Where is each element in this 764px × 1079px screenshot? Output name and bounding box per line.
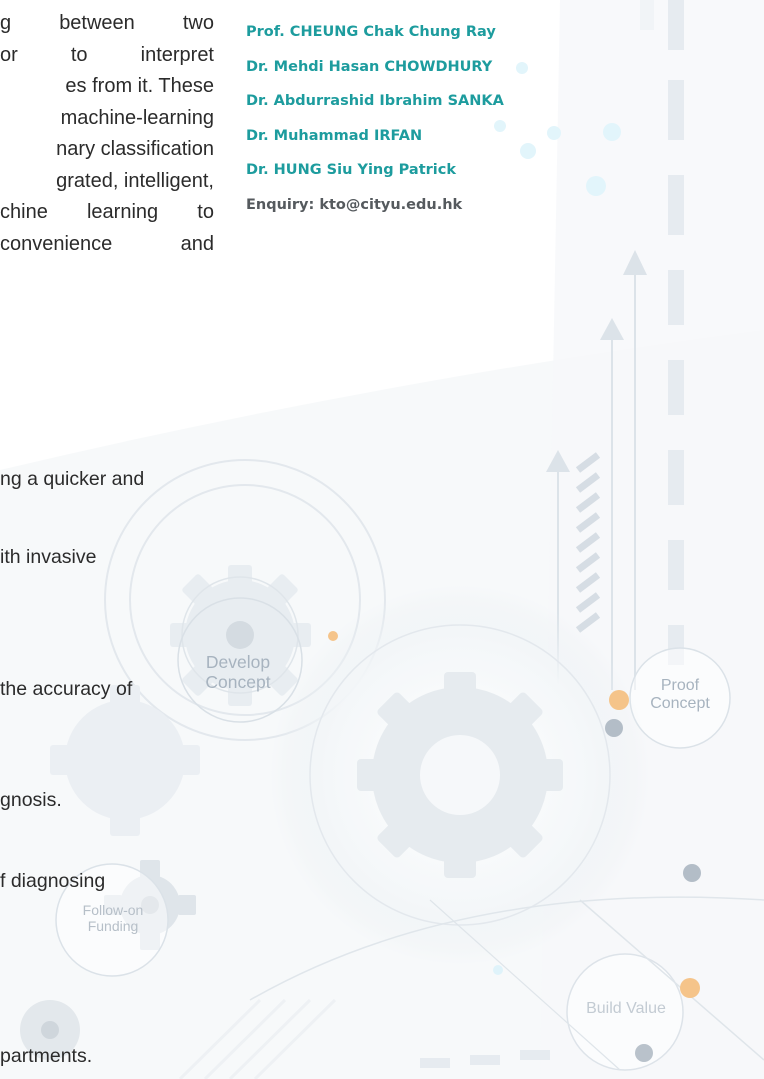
stage-follow-on-funding: Follow-on Funding: [58, 902, 168, 934]
inventor-3: Dr. Abdurrashid Ibrahim SANKA: [246, 93, 504, 109]
stage-build-value: Build Value: [586, 1000, 666, 1017]
description-line-7: chine learning to: [0, 201, 214, 223]
advantage-line-4: gnosis.: [0, 789, 62, 811]
build-ring: [566, 953, 684, 1071]
stage-proof-line2: Concept: [650, 694, 710, 712]
dot-gray-build-2: [635, 1044, 653, 1062]
advantage-line-6: partments.: [0, 1045, 93, 1067]
description-line-5: nary classification: [56, 138, 214, 160]
dot-gray-proof: [605, 719, 623, 737]
dot-orange-small: [328, 631, 338, 641]
dot-cyan-small: [493, 965, 503, 975]
advantage-line-2: ith invasive: [0, 546, 97, 568]
dot-gray-build-1: [683, 864, 701, 882]
description-line-2: or to interpret: [0, 44, 214, 66]
description-line-1: g between two: [0, 12, 214, 34]
advantage-line-3: the accuracy of: [0, 678, 133, 700]
stage-develop-line2: Concept: [205, 671, 271, 692]
description-line-8: convenience and: [0, 233, 214, 255]
inventor-1: Prof. CHEUNG Chak Chung Ray: [246, 24, 496, 40]
enquiry-email: Enquiry: kto@cityu.edu.hk: [246, 197, 463, 213]
description-line-4: machine-learning: [60, 107, 214, 129]
bubbles-top: [494, 62, 621, 196]
top-right-blocks: [640, 0, 654, 30]
description-line-6: grated, intelligent,: [56, 170, 214, 192]
stage-follow-line1: Follow-on: [82, 902, 144, 918]
inventor-4: Dr. Muhammad IRFAN: [246, 128, 423, 144]
stage-follow-line2: Funding: [87, 917, 139, 934]
dot-orange-proof: [609, 690, 629, 710]
advantage-line-5: f diagnosing: [0, 870, 106, 892]
develop-ring: [177, 597, 303, 723]
stage-proof-concept: Proof Concept: [630, 677, 730, 713]
stage-develop-line1: Develop: [205, 652, 271, 672]
bottom-dashes: [420, 1050, 550, 1068]
hatch-bottom: [178, 998, 337, 1079]
advantage-line-1: ng a quicker and: [0, 468, 145, 490]
dot-orange-build: [680, 978, 700, 998]
gear-lower-left: [50, 685, 200, 836]
inventor-2: Dr. Mehdi Hasan CHOWDHURY: [246, 59, 493, 75]
inventor-5: Dr. HUNG Siu Ying Patrick: [246, 162, 456, 178]
stage-proof-line1: Proof: [660, 677, 700, 694]
follow-ring: [55, 863, 169, 977]
stage-develop-concept: Develop Concept: [178, 652, 298, 692]
hatch-band: [575, 452, 601, 633]
outline-gear-large: [104, 459, 386, 741]
description-line-3: es from it. These: [65, 75, 214, 97]
